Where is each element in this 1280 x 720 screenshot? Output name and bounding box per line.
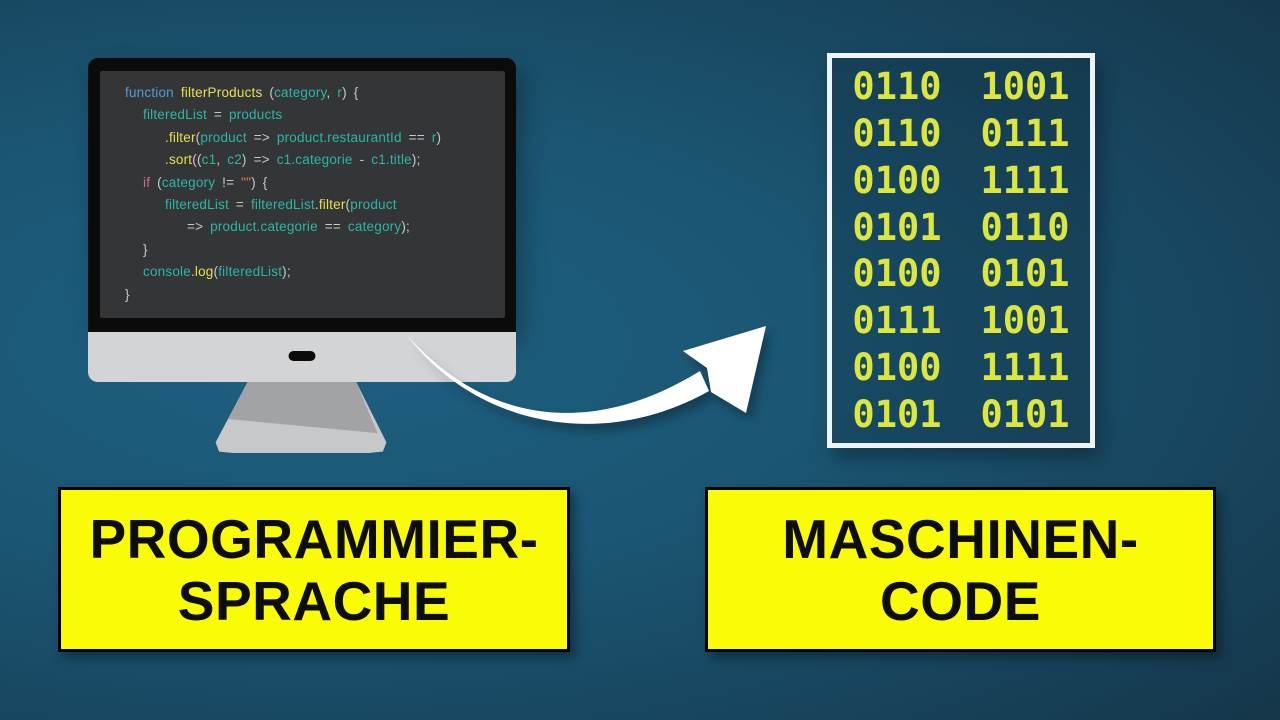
code-token: products bbox=[228, 107, 283, 123]
code-line: } bbox=[125, 239, 499, 261]
binary-row: 0100 1111 bbox=[852, 158, 1070, 202]
code-token: = bbox=[206, 107, 229, 123]
code-token: ); bbox=[401, 219, 410, 235]
monitor-slot-icon bbox=[288, 351, 316, 361]
code-token: c1.categorie bbox=[276, 152, 353, 168]
code-token: product bbox=[350, 197, 397, 213]
monitor-stand-shade bbox=[215, 382, 378, 434]
code-token: (( bbox=[192, 152, 202, 168]
code-line: => product.categorie == category); bbox=[125, 216, 499, 238]
binary-row: 0100 0101 bbox=[852, 252, 1070, 296]
code-token: ( bbox=[195, 129, 201, 145]
code-line: console.log(filteredList); bbox=[125, 261, 499, 283]
binary-row: 0101 0110 bbox=[852, 205, 1070, 249]
code-token: = bbox=[228, 197, 251, 213]
machine-code-label-box: MASCHINEN- CODE bbox=[705, 487, 1216, 652]
code-token: => bbox=[187, 219, 211, 235]
binary-row: 0110 0111 bbox=[852, 111, 1070, 155]
code-token: == bbox=[317, 219, 348, 235]
code-token: ( bbox=[262, 85, 275, 100]
code-token: .log bbox=[190, 264, 214, 280]
code-line: function filterProducts (category, r) { bbox=[125, 82, 499, 104]
code-token: ); bbox=[411, 152, 421, 168]
code-token: c2 bbox=[227, 152, 242, 168]
code-token: category bbox=[161, 174, 216, 190]
code-token: ( bbox=[150, 174, 162, 190]
code-token: ( bbox=[213, 264, 219, 280]
code-token: product.categorie bbox=[210, 219, 318, 235]
code-token: filteredList bbox=[165, 197, 229, 213]
programming-language-label-box: PROGRAMMIER- SPRACHE bbox=[58, 487, 570, 652]
code-token: != bbox=[215, 174, 242, 190]
code-token: ( bbox=[345, 197, 351, 213]
code-token: == bbox=[401, 129, 432, 145]
code-line: if (category != "") { bbox=[125, 172, 499, 194]
code-token: filteredList bbox=[218, 264, 283, 280]
code-token: ); bbox=[282, 264, 291, 280]
binary-row: 0101 0101 bbox=[852, 393, 1070, 436]
code-line: filteredList = filteredList.filter(produ… bbox=[125, 194, 499, 216]
label-line: MASCHINEN- bbox=[782, 507, 1139, 570]
code-token: r bbox=[337, 85, 343, 100]
code-token: .sort bbox=[165, 152, 193, 168]
code-line: .filter(product => product.restaurantId … bbox=[125, 127, 499, 149]
binary-row: 0111 1001 bbox=[852, 299, 1070, 343]
label-line: CODE bbox=[880, 569, 1041, 632]
code-block: function filterProducts (category, r) {f… bbox=[125, 82, 499, 306]
code-token: - bbox=[352, 152, 372, 168]
code-token: r bbox=[431, 129, 437, 145]
code-token: ) => bbox=[241, 152, 277, 168]
code-token: ) { bbox=[251, 174, 268, 190]
binary-row: 0110 1001 bbox=[852, 64, 1070, 108]
code-token: => bbox=[246, 129, 277, 145]
arrow-head-icon bbox=[683, 326, 766, 413]
monitor-bezel: function filterProducts (category, r) {f… bbox=[88, 58, 516, 332]
label-line: SPRACHE bbox=[177, 569, 451, 632]
code-token: product bbox=[200, 129, 247, 145]
code-line: } bbox=[125, 284, 499, 306]
code-token: c1 bbox=[201, 152, 217, 168]
code-token: c1.title bbox=[371, 152, 412, 168]
code-token: console bbox=[143, 264, 191, 280]
code-token: ) bbox=[436, 129, 442, 145]
code-token: category bbox=[274, 85, 327, 100]
code-token: filteredList bbox=[143, 107, 207, 123]
code-token: "" bbox=[241, 174, 252, 190]
code-token: filterProducts bbox=[180, 85, 263, 100]
code-token: .filter bbox=[314, 197, 346, 213]
code-token: , bbox=[326, 85, 338, 100]
code-token: } bbox=[125, 286, 130, 302]
monitor-stand bbox=[215, 382, 387, 453]
code-token: } bbox=[143, 241, 148, 257]
code-line: .sort((c1, c2) => c1.categorie - c1.titl… bbox=[125, 149, 499, 171]
monitor-screen: function filterProducts (category, r) {f… bbox=[100, 71, 505, 318]
code-token: function bbox=[125, 85, 181, 100]
code-token: if bbox=[143, 174, 151, 190]
monitor-chin bbox=[88, 332, 516, 382]
code-token: filteredList bbox=[250, 197, 315, 213]
binary-row: 0100 1111 bbox=[852, 346, 1070, 390]
code-token: ) { bbox=[342, 85, 359, 100]
code-token: , bbox=[216, 152, 228, 168]
code-token: product.restaurantId bbox=[276, 129, 402, 145]
code-token: category bbox=[347, 219, 402, 235]
label-line: PROGRAMMIER- bbox=[89, 507, 539, 570]
code-token: .filter bbox=[165, 129, 196, 145]
code-line: filteredList = products bbox=[125, 104, 499, 126]
